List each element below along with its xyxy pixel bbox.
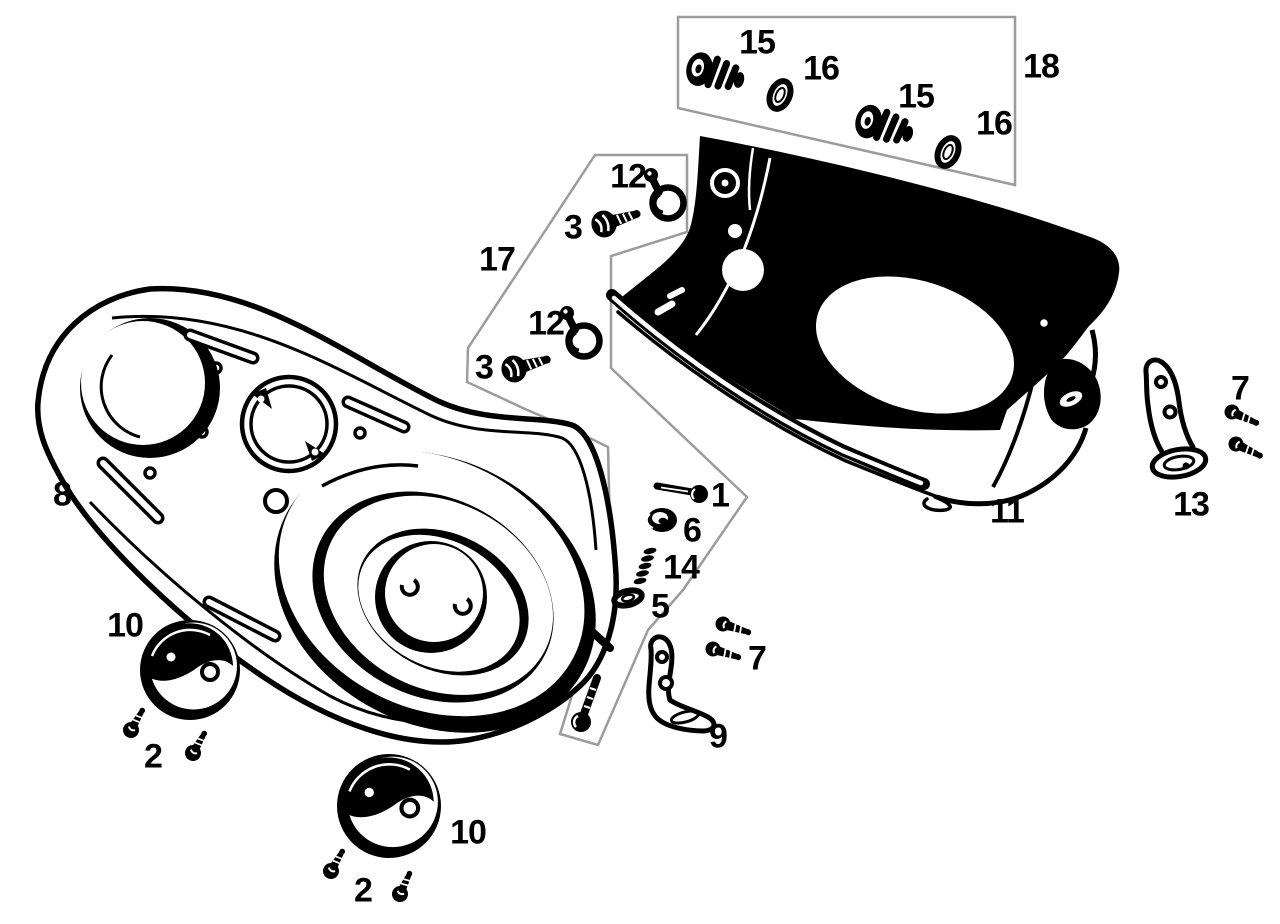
group-box-17 <box>465 153 749 747</box>
part-11-inner-chaincase <box>606 136 1120 513</box>
long-mounting-bolt <box>571 674 601 732</box>
cover-inspection-opening <box>239 374 339 474</box>
part-10-inspection-cap-lower <box>337 754 441 858</box>
part-10-inspection-cap-upper <box>138 618 242 722</box>
chaincase-oval-opening <box>815 276 1015 414</box>
part-14-spring <box>633 547 657 585</box>
group-outlines <box>465 15 1017 747</box>
part-9-bracket <box>646 634 717 734</box>
part-13-bracket <box>1143 357 1209 480</box>
group-box-18 <box>676 15 1017 187</box>
cover-slots <box>96 328 411 643</box>
part-5-washer <box>611 587 645 609</box>
cover-bearing-boss <box>80 318 220 458</box>
part-6-nut <box>645 508 677 532</box>
chaincase-mounting-tab <box>1043 358 1101 430</box>
part-1-bolt <box>653 482 708 503</box>
cover-dome-rings <box>274 450 614 733</box>
cover-rivet-dots <box>143 361 367 480</box>
chaincase-rim <box>606 289 952 513</box>
part-8-outer-cover <box>34 285 619 745</box>
